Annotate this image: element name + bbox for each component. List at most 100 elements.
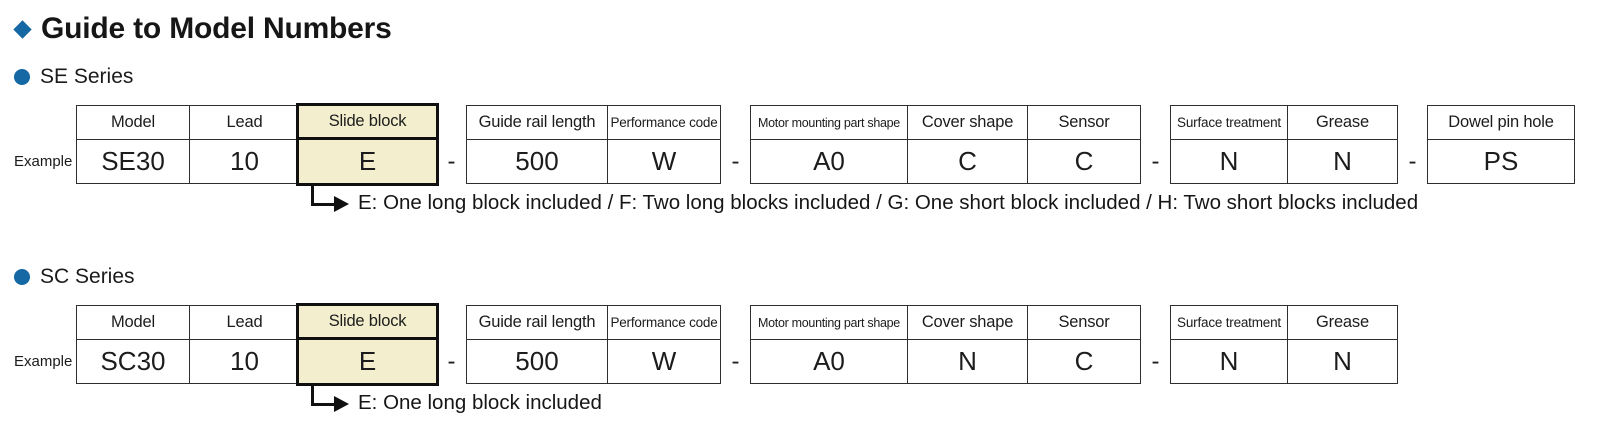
column-motor-mounting-part-shape: Motor mounting part shape A0 bbox=[751, 106, 907, 183]
lead-header-cell: Lead bbox=[190, 106, 299, 140]
column-motor-mounting-part-shape: Motor mounting part shape A0 bbox=[751, 306, 907, 383]
cover-shape-header-cell: Cover shape bbox=[908, 306, 1027, 340]
grease-header-cell: Grease bbox=[1288, 106, 1397, 140]
elbow-arrow-horizontal-line bbox=[311, 403, 334, 406]
se-slide-block-annotation: E: One long block included / F: Two long… bbox=[14, 184, 1588, 228]
annotation-text: E: One long block included bbox=[358, 391, 602, 414]
column-performance-code: Performance code W bbox=[607, 106, 720, 183]
se-model-number-row: Example Model SE30 Lead 10 Slide block E… bbox=[14, 103, 1588, 186]
dowel-pin-hole-header-cell: Dowel pin hole bbox=[1428, 106, 1574, 140]
grease-value-cell: N bbox=[1333, 146, 1352, 176]
model-value-cell: SE30 bbox=[101, 146, 165, 176]
column-dowel-pin-hole: Dowel pin hole PS bbox=[1428, 106, 1574, 183]
sensor-value-cell: C bbox=[1074, 146, 1094, 176]
cover-shape-value-cell: C bbox=[958, 146, 977, 176]
circle-bullet-icon bbox=[14, 269, 30, 285]
column-slide-block-highlighted: Slide block E bbox=[296, 303, 439, 386]
se-series-heading: SE Series bbox=[14, 65, 1588, 89]
column-guide-rail-length: Guide rail length 500 bbox=[467, 106, 607, 183]
lead-header-cell: Lead bbox=[190, 306, 299, 340]
column-sensor: Sensor C bbox=[1027, 106, 1140, 183]
lead-value-cell: 10 bbox=[230, 146, 259, 176]
column-model: Model SC30 bbox=[77, 306, 189, 383]
circle-bullet-icon bbox=[14, 69, 30, 85]
column-grease: Grease N bbox=[1287, 306, 1397, 383]
guide-rail-length-header-cell: Guide rail length bbox=[467, 106, 607, 140]
group-surface-grease: Surface treatment N Grease N bbox=[1170, 105, 1398, 184]
separator-dash: - bbox=[1151, 148, 1160, 175]
grease-value-cell: N bbox=[1333, 346, 1352, 376]
model-value-cell: SC30 bbox=[100, 346, 166, 376]
page-title: Guide to Model Numbers bbox=[41, 12, 392, 45]
group-dowel-pin-hole: Dowel pin hole PS bbox=[1427, 105, 1575, 184]
column-performance-code: Performance code W bbox=[607, 306, 720, 383]
group-rail-performance: Guide rail length 500 Performance code W bbox=[466, 105, 721, 184]
group-motor-cover-sensor: Motor mounting part shape A0 Cover shape… bbox=[750, 305, 1141, 384]
group-surface-grease: Surface treatment N Grease N bbox=[1170, 305, 1398, 384]
surface-treatment-value-cell: N bbox=[1219, 346, 1239, 376]
column-cover-shape: Cover shape N bbox=[907, 306, 1027, 383]
column-guide-rail-length: Guide rail length 500 bbox=[467, 306, 607, 383]
column-grease: Grease N bbox=[1287, 106, 1397, 183]
series-label: SE Series bbox=[40, 65, 134, 88]
group-model-lead-slideblock: Model SE30 Lead 10 Slide block E bbox=[76, 103, 439, 186]
section-se-series: SE Series Example Model SE30 Lead 10 Sli… bbox=[14, 65, 1588, 228]
sc-series-heading: SC Series bbox=[14, 265, 1588, 289]
performance-code-header-cell: Performance code bbox=[608, 106, 720, 140]
column-lead: Lead 10 bbox=[189, 306, 299, 383]
guide-rail-length-value-cell: 500 bbox=[515, 146, 559, 176]
surface-treatment-header-cell: Surface treatment bbox=[1171, 306, 1287, 340]
dowel-pin-hole-value-cell: PS bbox=[1483, 146, 1519, 176]
slide-block-value-cell: E bbox=[358, 346, 377, 376]
motor-mounting-part-shape-value-cell: A0 bbox=[813, 346, 845, 376]
separator-dash: - bbox=[731, 148, 740, 175]
column-sensor: Sensor C bbox=[1027, 306, 1140, 383]
surface-treatment-header-cell: Surface treatment bbox=[1171, 106, 1287, 140]
arrowhead-icon bbox=[334, 196, 349, 212]
separator-dash: - bbox=[447, 148, 456, 175]
slide-block-header-cell: Slide block bbox=[299, 306, 436, 340]
elbow-arrow-horizontal-line bbox=[311, 203, 334, 206]
sensor-header-cell: Sensor bbox=[1028, 306, 1140, 340]
arrowhead-icon bbox=[334, 396, 349, 412]
group-model-lead-slideblock: Model SC30 Lead 10 Slide block E bbox=[76, 303, 439, 386]
performance-code-header-cell: Performance code bbox=[608, 306, 720, 340]
page-title-row: Guide to Model Numbers bbox=[13, 12, 1588, 46]
column-cover-shape: Cover shape C bbox=[907, 106, 1027, 183]
section-sc-series: SC Series Example Model SC30 Lead 10 Sli… bbox=[14, 265, 1588, 428]
separator-dash: - bbox=[731, 348, 740, 375]
cover-shape-header-cell: Cover shape bbox=[908, 106, 1027, 140]
group-motor-cover-sensor: Motor mounting part shape A0 Cover shape… bbox=[750, 105, 1141, 184]
slide-block-value-cell: E bbox=[358, 146, 377, 176]
column-surface-treatment: Surface treatment N bbox=[1171, 306, 1287, 383]
column-lead: Lead 10 bbox=[189, 106, 299, 183]
model-header-cell: Model bbox=[77, 306, 189, 340]
annotation-text: E: One long block included / F: Two long… bbox=[358, 191, 1419, 214]
column-slide-block-highlighted: Slide block E bbox=[296, 103, 439, 186]
guide-rail-length-value-cell: 500 bbox=[515, 346, 559, 376]
group-rail-performance: Guide rail length 500 Performance code W bbox=[466, 305, 721, 384]
separator-dash: - bbox=[1151, 348, 1160, 375]
grease-header-cell: Grease bbox=[1288, 306, 1397, 340]
lead-value-cell: 10 bbox=[230, 346, 259, 376]
performance-code-value-cell: W bbox=[651, 146, 677, 176]
slide-block-header-cell: Slide block bbox=[299, 106, 436, 140]
sc-slide-block-annotation: E: One long block included bbox=[14, 384, 1588, 428]
cover-shape-value-cell: N bbox=[958, 346, 977, 376]
separator-dash: - bbox=[1408, 148, 1417, 175]
motor-mounting-part-shape-header-cell: Motor mounting part shape bbox=[751, 106, 907, 140]
sc-model-number-row: Example Model SC30 Lead 10 Slide block E… bbox=[14, 303, 1588, 386]
surface-treatment-value-cell: N bbox=[1219, 146, 1239, 176]
series-label: SC Series bbox=[40, 265, 135, 288]
example-label: Example bbox=[14, 353, 73, 370]
sensor-header-cell: Sensor bbox=[1028, 106, 1140, 140]
column-model: Model SE30 bbox=[77, 106, 189, 183]
elbow-arrow-vertical-line bbox=[311, 384, 314, 406]
motor-mounting-part-shape-value-cell: A0 bbox=[813, 146, 845, 176]
performance-code-value-cell: W bbox=[651, 346, 677, 376]
example-label: Example bbox=[14, 153, 73, 170]
sensor-value-cell: C bbox=[1074, 346, 1094, 376]
elbow-arrow-vertical-line bbox=[311, 184, 314, 206]
column-surface-treatment: Surface treatment N bbox=[1171, 106, 1287, 183]
